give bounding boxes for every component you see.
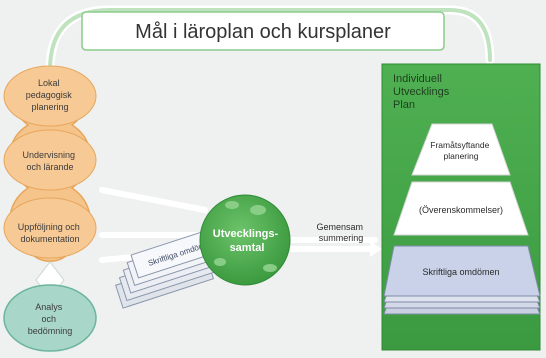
teal-oval [3,284,97,352]
talk-circle [199,194,291,286]
iup-section-middle-label: (Överenskommelser) [419,205,503,215]
orange-oval-3 [3,197,97,259]
speech-bubbles [214,201,277,272]
document-stack: Skriftliga omdömen [115,225,230,309]
summary-arrow [290,241,382,257]
diagram-title: Mål i läroplan och kursplaner [135,21,391,43]
cycle-label-2: Undervisning och lärande [22,150,77,172]
iup-section-middle [393,181,529,236]
iup-section-top-label: Framåtsyftande planering [430,140,491,161]
orange-oval-1 [3,65,97,127]
iup-title: Individuell Utvecklings Plan [393,73,452,111]
cycle-label-1: Lokal pedagogisk planering [26,78,75,112]
cycle-label-4: Analys och bedömning [28,302,73,336]
cycle-label-3: Uppföljning och dokumentation [18,222,83,244]
iup-section-bottom-label: Skriftliga omdömen [422,267,499,277]
title-box [81,11,445,51]
orange-oval-2 [3,129,97,191]
talk-label: Utvecklings- samtal [213,228,281,254]
iup-section-top [411,123,511,176]
cycle-shapes [3,65,97,352]
iup-section-bottom [383,245,541,315]
summary-label: Gemensam summering [316,222,365,243]
